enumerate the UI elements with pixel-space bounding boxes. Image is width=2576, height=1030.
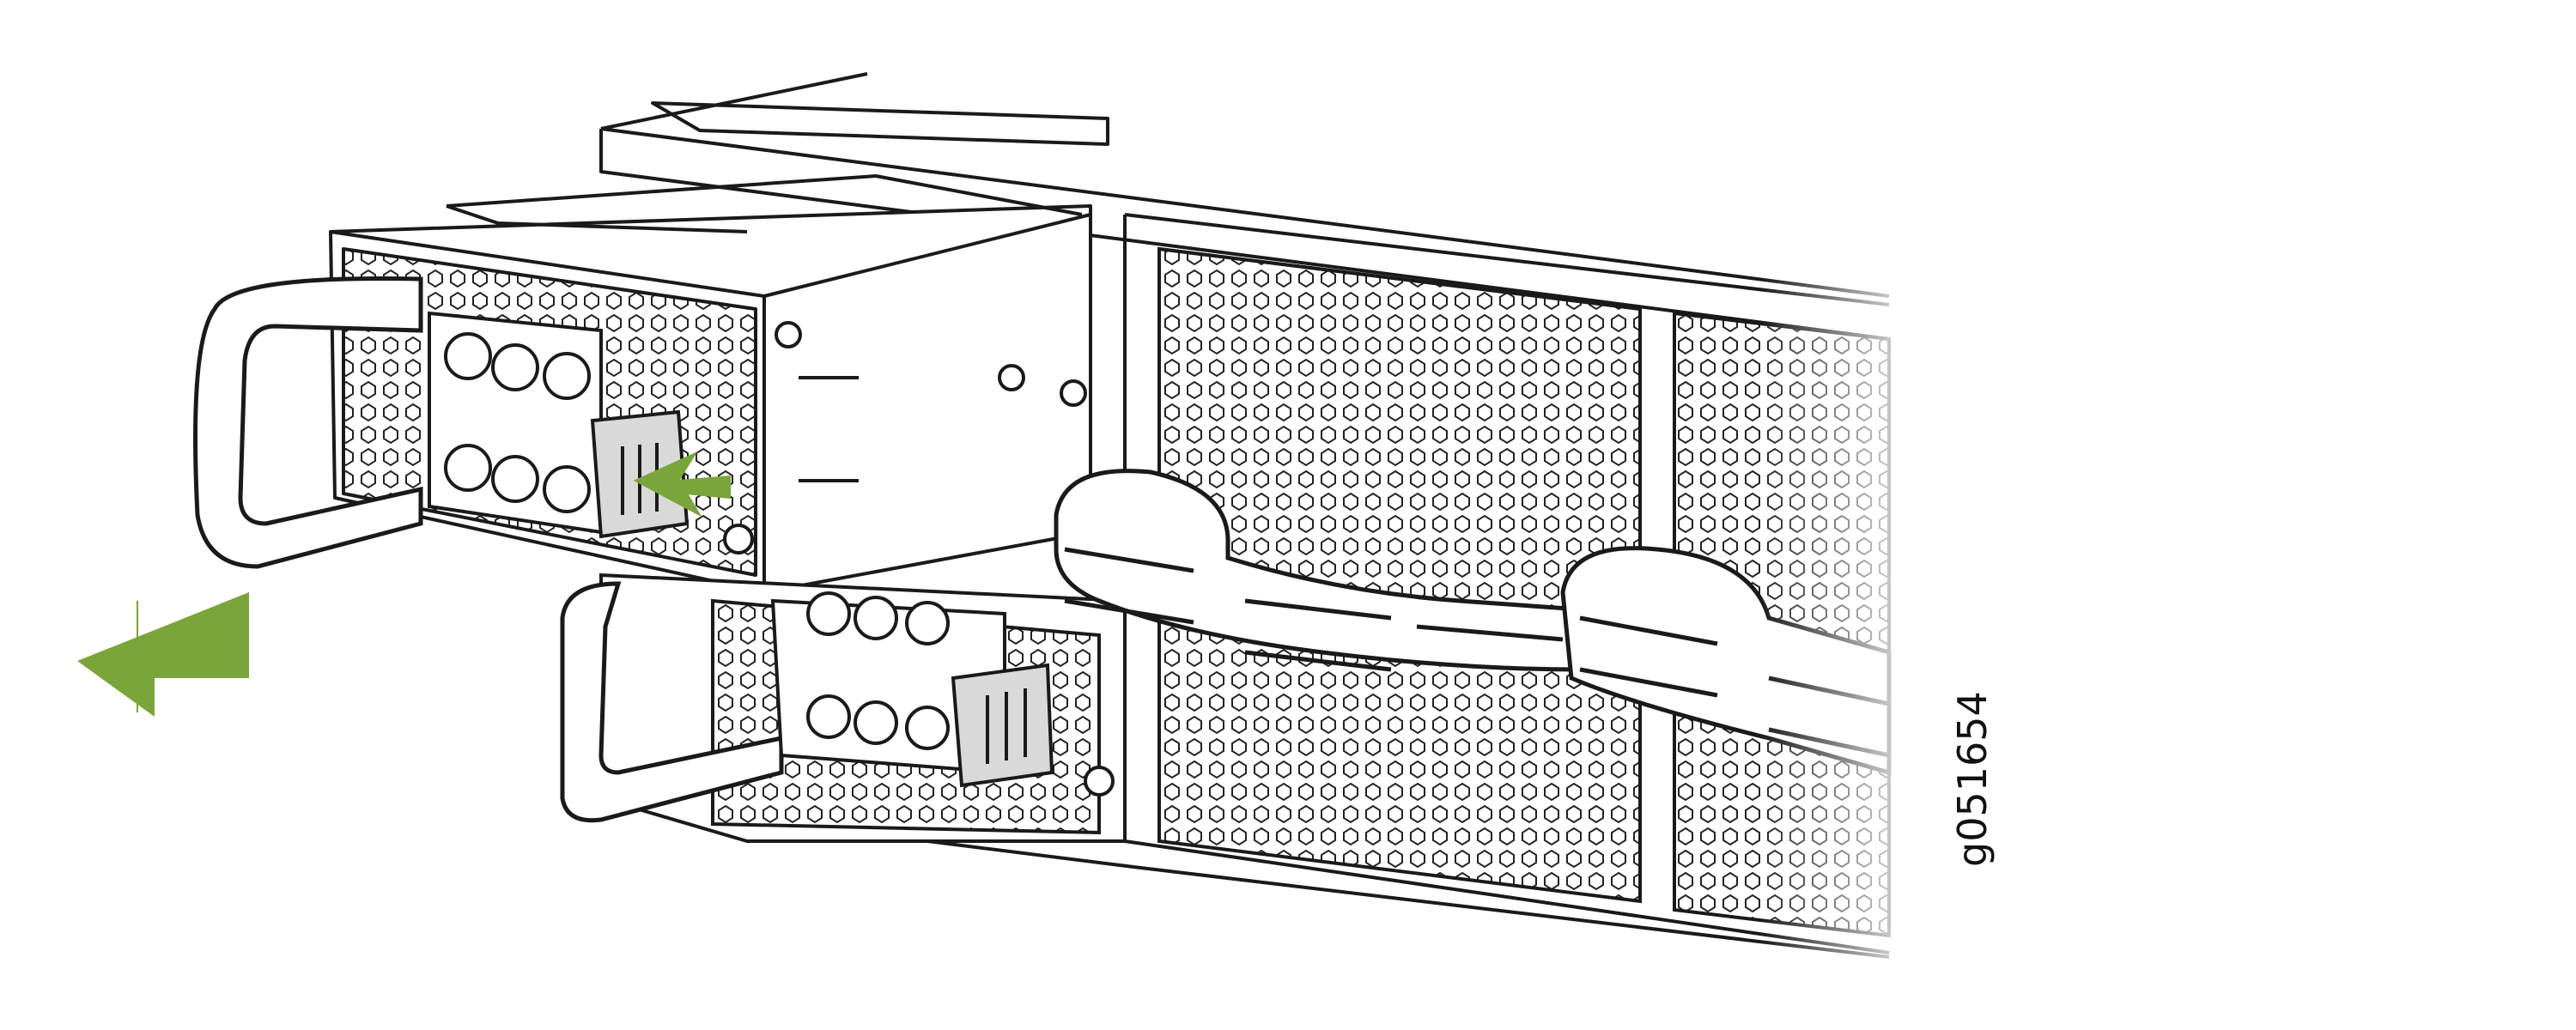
latch-lower[interactable]: [951, 663, 1054, 788]
figure-id-label: g051654: [1949, 691, 1996, 867]
pull-out-arrow-icon: [77, 592, 249, 717]
psu-handle-upper[interactable]: [193, 276, 423, 569]
fan-tray-left: [1157, 246, 1642, 904]
push-latch-arrow-icon: [633, 451, 731, 518]
power-connector-upper: [428, 311, 603, 535]
psu-handle-lower[interactable]: [560, 581, 784, 823]
right-fade: [1760, 215, 1932, 987]
power-connector-lower: [770, 591, 1006, 775]
